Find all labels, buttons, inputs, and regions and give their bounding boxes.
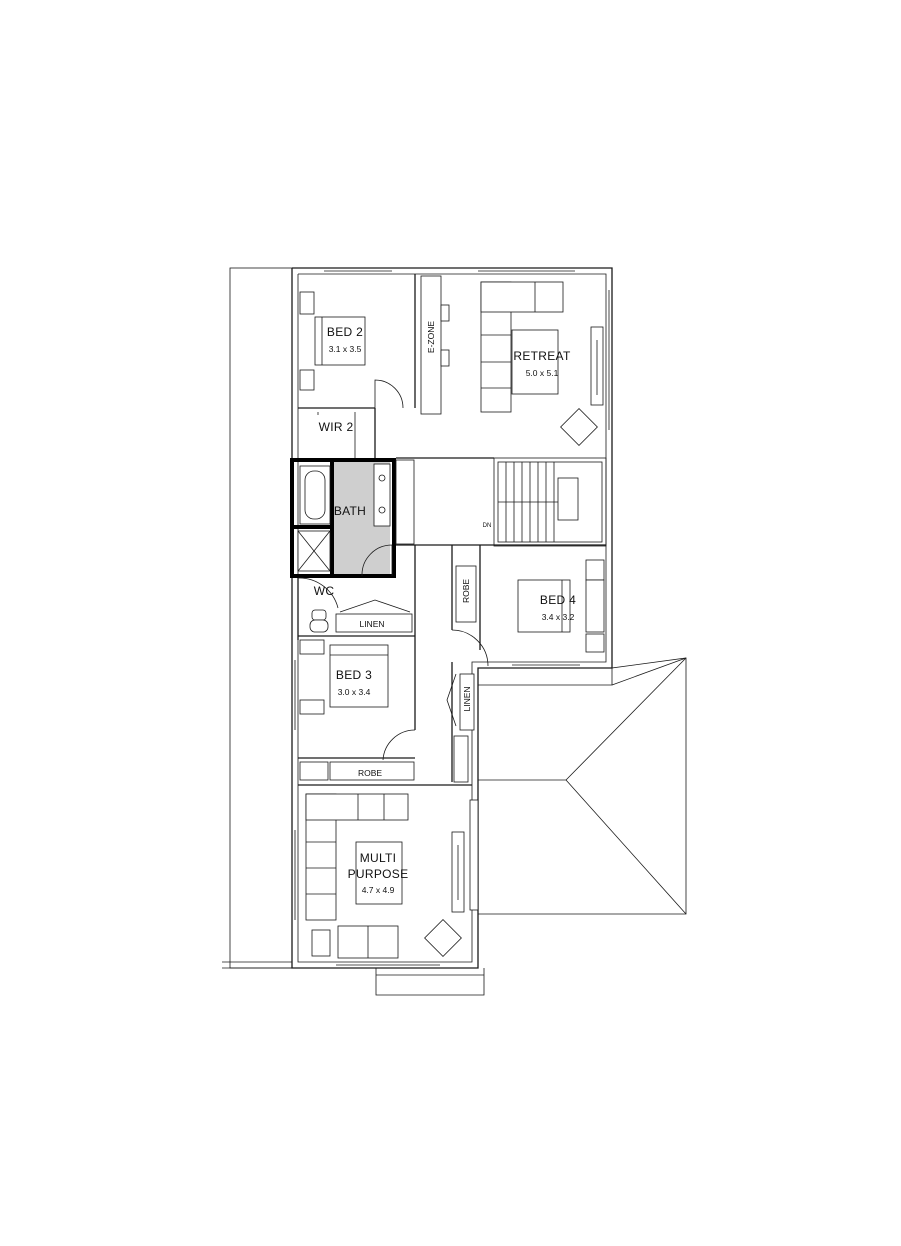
left-roof-strip [222,267,293,969]
bath-label: BATH [334,504,366,518]
windows [294,270,610,966]
linen-vertical-label: LINEN [462,686,472,711]
retreat-label: RETREAT [513,349,571,363]
bed4-size: 3.4 x 3.2 [542,612,575,622]
bed2-label: BED 2 [327,325,363,339]
bed3-size: 3.0 x 3.4 [338,687,371,697]
bed3-walls [298,545,416,781]
e-zone-label: E-ZONE [426,321,436,353]
outer-walls [291,267,613,996]
room-labels: BED 2 3.1 x 3.5 E-ZONE RETREAT 5.0 x 5.1… [314,321,576,895]
corridor [298,545,489,911]
bed4-label: BED 4 [540,593,576,607]
bed2-walls [298,274,416,458]
multi-purpose-label-line2: PURPOSE [348,867,409,881]
robe-bed3-label: ROBE [358,768,382,778]
e-zone-desk [420,275,450,415]
bed3-label: BED 3 [336,668,372,682]
bed4-furniture [517,559,605,653]
stair-dn-label: DN [483,523,492,529]
retreat-furniture [480,281,604,446]
stair [396,457,607,547]
right-roof [477,657,687,915]
multi-purpose-label-line1: MULTI [360,851,397,865]
wc [297,577,415,640]
robe-bed4-label: ROBE [461,579,471,603]
multi-purpose-furniture [305,793,465,959]
wir2-label: WIR 2 [319,420,354,434]
multi-purpose-size: 4.7 x 4.9 [362,885,395,895]
linen-label: LINEN [359,619,384,629]
retreat-size: 5.0 x 5.1 [526,368,559,378]
bed2-size: 3.1 x 3.5 [329,344,362,354]
wc-label: WC [314,584,335,598]
bathroom [290,458,415,578]
